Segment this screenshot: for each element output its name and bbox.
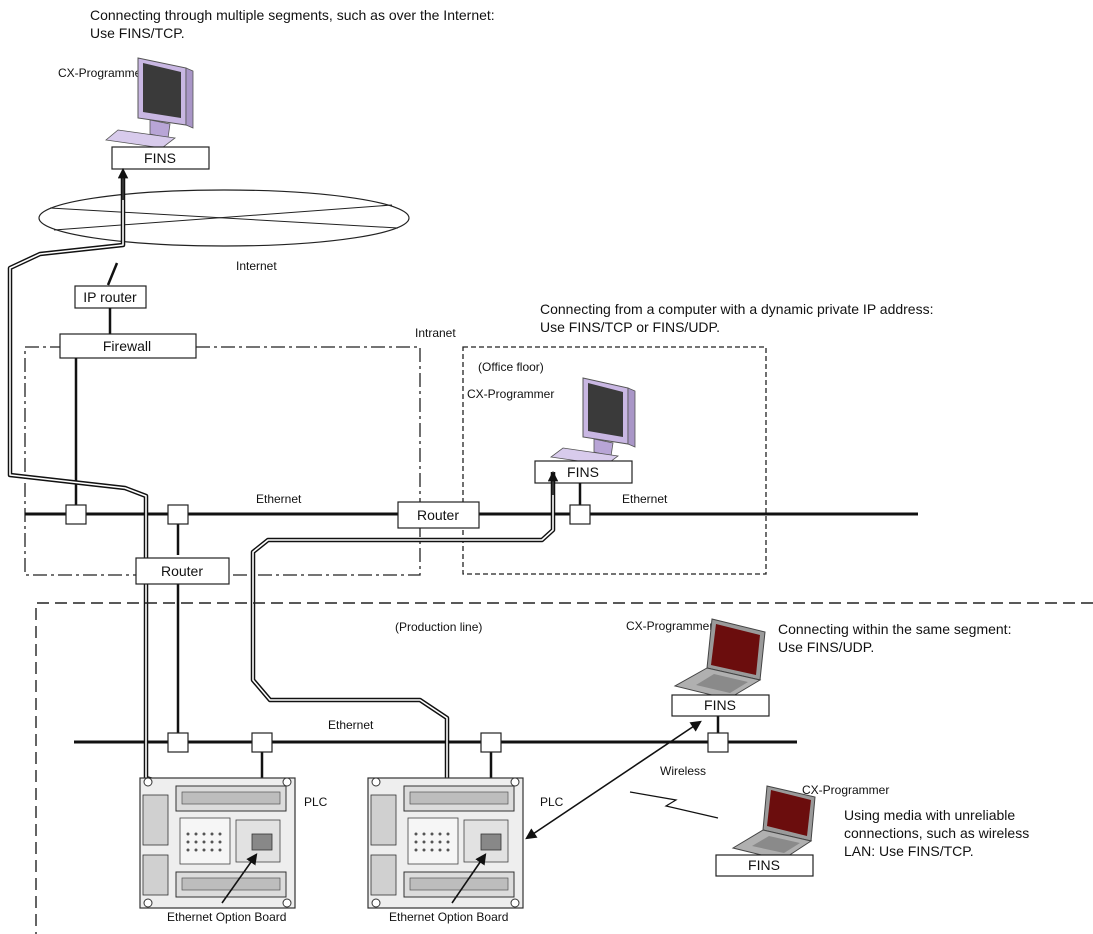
- lower-bus-port-laptop: [707, 732, 729, 753]
- dynamic-ip-note-line-1: Connecting from a computer with a dynami…: [540, 301, 933, 317]
- lower-ethernet-label: Ethernet: [328, 718, 374, 732]
- office-floor-label: (Office floor): [478, 360, 544, 374]
- laptop-fins-box: [671, 694, 770, 717]
- intranet-boundary: [24, 346, 421, 576]
- ip-router-label: IP router: [83, 289, 137, 305]
- wireless-fins-box: [715, 854, 814, 877]
- top-fins-box: [111, 146, 210, 170]
- upper-router-label: Router: [417, 507, 459, 523]
- lower-bus-port-plc2: [480, 732, 502, 753]
- production-line-boundary: [35, 602, 1093, 934]
- wireless-cx-programmer-label: CX-Programmer: [802, 783, 889, 797]
- internet-to-router-link: [106, 262, 119, 286]
- laptop-fins-label: FINS: [704, 697, 736, 713]
- dynamic-ip-note-line-2: Use FINS/TCP or FINS/UDP.: [540, 319, 720, 335]
- wireless-zigzag-icon: [629, 791, 719, 819]
- internet-note-line-1: Connecting through multiple segments, su…: [90, 7, 495, 23]
- plc-1-label: PLC: [304, 795, 328, 809]
- wireless-link-arrow: [525, 720, 702, 840]
- firewall-box: [59, 333, 197, 359]
- wireless-note-line-2: connections, such as wireless: [844, 825, 1029, 841]
- wireless-note-line-3: LAN: Use FINS/TCP.: [844, 843, 974, 859]
- upper-ethernet-label: Ethernet: [256, 492, 302, 506]
- wireless-fins-label: FINS: [748, 857, 780, 873]
- wireless-note-line-1: Using media with unreliable: [844, 807, 1015, 823]
- intranet-label: Intranet: [415, 326, 456, 340]
- office-floor-boundary: [462, 346, 767, 575]
- office-fins-label: FINS: [567, 464, 599, 480]
- upper-bus-port-office: [569, 504, 591, 525]
- office-fins-box: [534, 460, 633, 484]
- office-ethernet-label: Ethernet: [622, 492, 668, 506]
- internet-label: Internet: [236, 259, 277, 273]
- plc-1-option-board-label: Ethernet Option Board: [167, 910, 286, 924]
- lower-bus-port-router: [167, 732, 189, 753]
- firewall-label: Firewall: [103, 338, 151, 354]
- plc-1-option-board-pointer: [221, 853, 258, 904]
- wireless-note: Using media with unreliable connections,…: [844, 807, 1033, 859]
- internet-route-path: [7, 167, 224, 801]
- plc-2-label: PLC: [540, 795, 564, 809]
- production-line-label: (Production line): [395, 620, 482, 634]
- same-segment-note: Connecting within the same segment: Use …: [778, 621, 1015, 655]
- upper-bus-port-firewall: [65, 504, 87, 525]
- upper-router-box: [397, 501, 480, 529]
- plc-2-icon: [367, 777, 524, 909]
- same-segment-note-line-2: Use FINS/UDP.: [778, 639, 874, 655]
- lower-bus-port-plc1: [251, 732, 273, 753]
- production-laptop-icon: [673, 618, 766, 700]
- same-segment-note-line-1: Connecting within the same segment:: [778, 621, 1011, 637]
- internet-note-line-2: Use FINS/TCP.: [90, 25, 185, 41]
- top-fins-label: FINS: [144, 150, 176, 166]
- plc-2-option-board-label: Ethernet Option Board: [389, 910, 508, 924]
- dynamic-ip-note: Connecting from a computer with a dynami…: [540, 301, 937, 335]
- internet-note: Connecting through multiple segments, su…: [90, 7, 499, 41]
- laptop-cx-programmer-label: CX-Programmer: [626, 619, 713, 633]
- plc-1-icon: [139, 777, 296, 909]
- office-cx-programmer-label: CX-Programmer: [467, 387, 554, 401]
- lower-router-label: Router: [161, 563, 203, 579]
- top-cx-programmer-label: CX-Programmer: [58, 66, 145, 80]
- office-desktop-computer-icon: [549, 377, 636, 466]
- upper-bus-port-router: [167, 504, 189, 525]
- wireless-label: Wireless: [660, 764, 706, 778]
- internet-cloud: [38, 189, 410, 247]
- lower-router-box: [135, 557, 230, 585]
- wireless-laptop-icon: [731, 785, 816, 861]
- plc-2-option-board-pointer: [451, 853, 487, 904]
